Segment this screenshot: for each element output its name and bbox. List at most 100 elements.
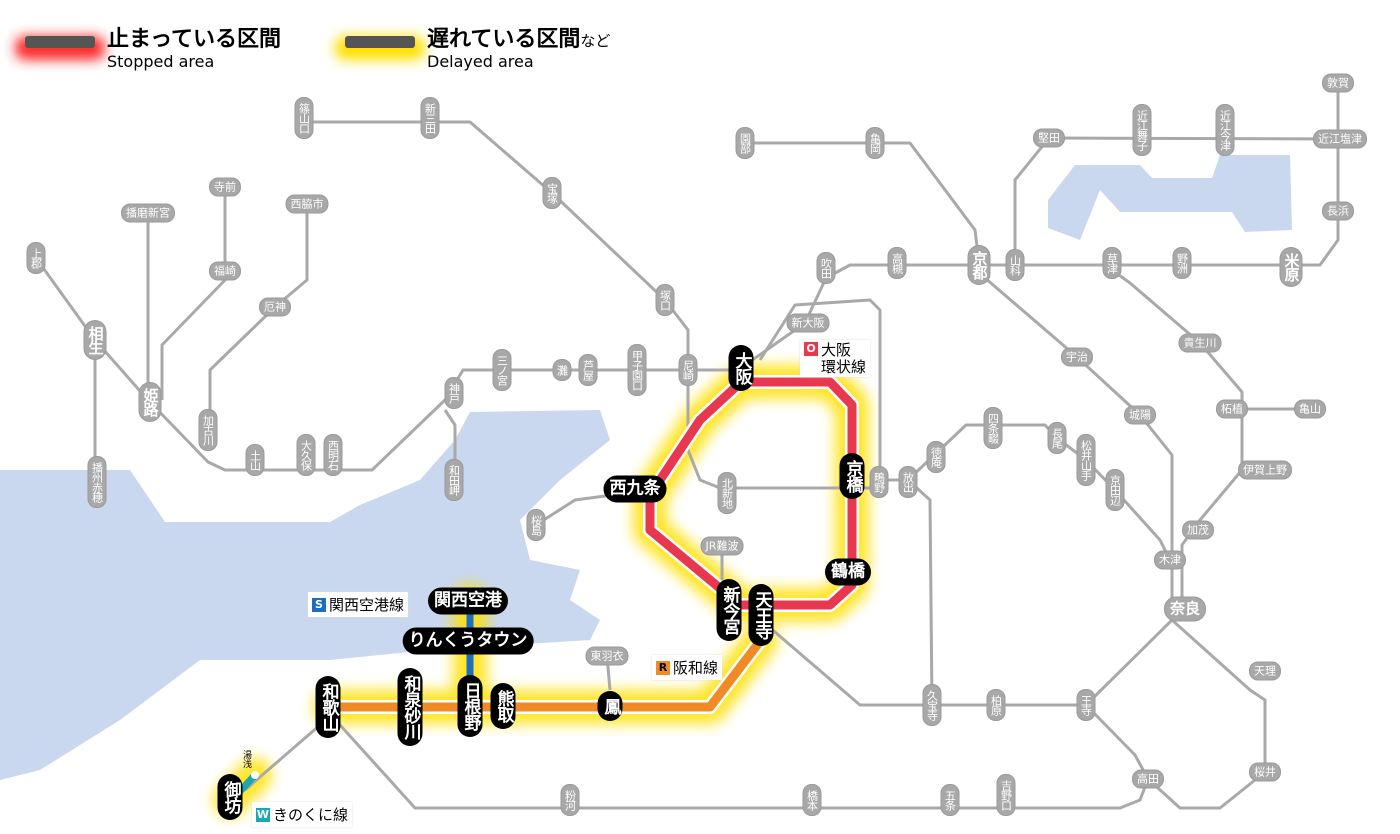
station[interactable]: 塚口 xyxy=(655,284,675,316)
station-affected[interactable]: りんくうタウン xyxy=(402,627,534,655)
station[interactable]: 加古川 xyxy=(198,409,218,451)
airport-line-label[interactable]: S 関西空港線 xyxy=(308,592,409,617)
station[interactable]: 園部 xyxy=(735,127,755,159)
water xyxy=(0,155,1292,780)
station[interactable]: 奈良 xyxy=(1163,596,1207,622)
station[interactable]: 天理 xyxy=(1249,661,1281,681)
station[interactable]: 高田 xyxy=(1132,769,1164,789)
station[interactable]: 桜井 xyxy=(1249,762,1281,782)
station-affected[interactable]: 和泉砂川 xyxy=(397,668,423,746)
station[interactable]: 徳庵 xyxy=(926,441,946,473)
station[interactable]: 近江舞子 xyxy=(1132,104,1152,156)
station[interactable]: 和田岬 xyxy=(444,459,464,501)
station[interactable]: 神戸 xyxy=(444,377,464,409)
station[interactable]: 上郡 xyxy=(26,242,46,274)
station-affected[interactable]: 御坊 xyxy=(217,774,243,820)
station[interactable]: 篠山口 xyxy=(294,97,314,139)
station[interactable]: 東羽衣 xyxy=(585,646,629,666)
station-affected[interactable]: 熊取 xyxy=(490,683,516,729)
station-affected[interactable]: 京橋 xyxy=(839,453,865,499)
station[interactable]: 敦賀 xyxy=(1322,73,1354,93)
loop-badge: O xyxy=(804,342,818,356)
station[interactable]: 吉野口 xyxy=(996,774,1016,816)
station[interactable]: 米原 xyxy=(1279,247,1303,287)
station[interactable]: 京田辺 xyxy=(1105,469,1125,511)
station-affected[interactable]: 鶴橋 xyxy=(825,558,871,586)
stopped-swatch xyxy=(25,36,95,48)
station[interactable]: 尼崎 xyxy=(678,354,698,386)
station[interactable]: 福崎 xyxy=(209,261,241,281)
station[interactable]: 姫路 xyxy=(138,382,162,422)
station[interactable]: 四条畷 xyxy=(983,407,1003,449)
station[interactable]: 久宝寺 xyxy=(922,684,942,726)
station[interactable]: 柘植 xyxy=(1216,399,1248,419)
station[interactable]: 堅田 xyxy=(1033,128,1065,148)
station[interactable]: 西明石 xyxy=(323,434,343,476)
osaka-bay xyxy=(0,410,610,780)
station[interactable]: 吹田 xyxy=(816,252,836,284)
station[interactable]: 長浜 xyxy=(1322,201,1354,221)
station[interactable]: 野洲 xyxy=(1172,247,1192,279)
loop-name-2: 環状線 xyxy=(821,357,867,376)
station-affected[interactable]: 西九条 xyxy=(603,475,667,503)
station[interactable]: 城陽 xyxy=(1124,405,1156,425)
station[interactable]: 大久保 xyxy=(296,434,316,476)
station[interactable]: 新三田 xyxy=(420,97,440,139)
station[interactable]: 伊賀上野 xyxy=(1238,460,1292,480)
station-affected[interactable]: 関西空港 xyxy=(428,587,508,615)
station-affected[interactable]: 日根野 xyxy=(457,675,483,737)
station[interactable]: 宇治 xyxy=(1061,347,1093,367)
legend-delayed: 遅れている区間など Delayed area xyxy=(345,27,611,72)
station[interactable]: 山科 xyxy=(1005,249,1025,281)
station[interactable]: 播磨新宮 xyxy=(121,203,175,223)
delayed-label-suffix: など xyxy=(580,32,611,50)
station[interactable]: 厄神 xyxy=(259,297,291,317)
station-affected[interactable]: 大阪 xyxy=(728,345,754,391)
stopped-label-jp: 止まっている区間 xyxy=(107,27,282,52)
station[interactable]: 北新地 xyxy=(717,472,737,514)
station[interactable]: 相生 xyxy=(83,320,107,360)
station-affected[interactable]: 天王寺 xyxy=(748,584,774,646)
station[interactable]: 甲子園口 xyxy=(627,344,647,396)
station[interactable]: 長尾 xyxy=(1047,422,1067,454)
station[interactable]: 亀岡 xyxy=(865,127,885,159)
station-yuasa[interactable]: 湯浅 xyxy=(241,750,251,768)
hanwa-line-label[interactable]: R 阪和線 xyxy=(652,655,723,680)
station[interactable]: JR難波 xyxy=(700,536,744,556)
station[interactable]: 播州赤穂 xyxy=(87,456,107,508)
station[interactable]: 宝塚 xyxy=(542,177,562,209)
station[interactable]: 三ノ宮 xyxy=(492,349,512,391)
kinokuni-line-label[interactable]: W きのくに線 xyxy=(252,802,353,827)
station[interactable]: 粉河 xyxy=(560,784,580,816)
loop-line-label[interactable]: O 大阪環状線 xyxy=(800,340,871,377)
station[interactable]: 加茂 xyxy=(1182,520,1214,540)
station-affected[interactable]: 新今宮 xyxy=(716,579,742,641)
station[interactable]: 灘 xyxy=(552,359,572,381)
osaka-loop-stroke xyxy=(645,377,857,610)
station[interactable]: 寺前 xyxy=(209,177,241,197)
station-affected[interactable]: 和歌山 xyxy=(315,676,341,738)
station-affected[interactable]: 鳳 xyxy=(597,691,623,721)
station[interactable]: 新大阪 xyxy=(786,313,830,333)
stopped-label-en: Stopped area xyxy=(107,52,215,72)
station[interactable]: 木津 xyxy=(1154,550,1186,570)
station[interactable]: 桜島 xyxy=(526,509,546,541)
station[interactable]: 鴫野 xyxy=(869,466,889,498)
station[interactable]: 草津 xyxy=(1102,247,1122,279)
station[interactable]: 松井山手 xyxy=(1076,434,1096,486)
station[interactable]: 高槻 xyxy=(887,247,907,279)
station[interactable]: 放出 xyxy=(898,466,918,498)
station[interactable]: 西脇市 xyxy=(285,194,329,214)
station[interactable]: 近江今津 xyxy=(1215,104,1235,156)
station[interactable]: 橋本 xyxy=(802,784,822,816)
station[interactable]: 亀山 xyxy=(1294,399,1326,419)
station[interactable]: 京都 xyxy=(967,245,991,285)
station[interactable]: 王寺 xyxy=(1076,689,1096,721)
delayed-label-en: Delayed area xyxy=(427,52,534,72)
station[interactable]: 近江塩津 xyxy=(1313,129,1367,149)
station[interactable]: 芦屋 xyxy=(578,354,598,386)
station[interactable]: 土山 xyxy=(245,444,265,476)
station[interactable]: 柏原 xyxy=(986,689,1006,721)
station[interactable]: 貴生川 xyxy=(1178,333,1222,353)
station[interactable]: 五条 xyxy=(940,784,960,816)
